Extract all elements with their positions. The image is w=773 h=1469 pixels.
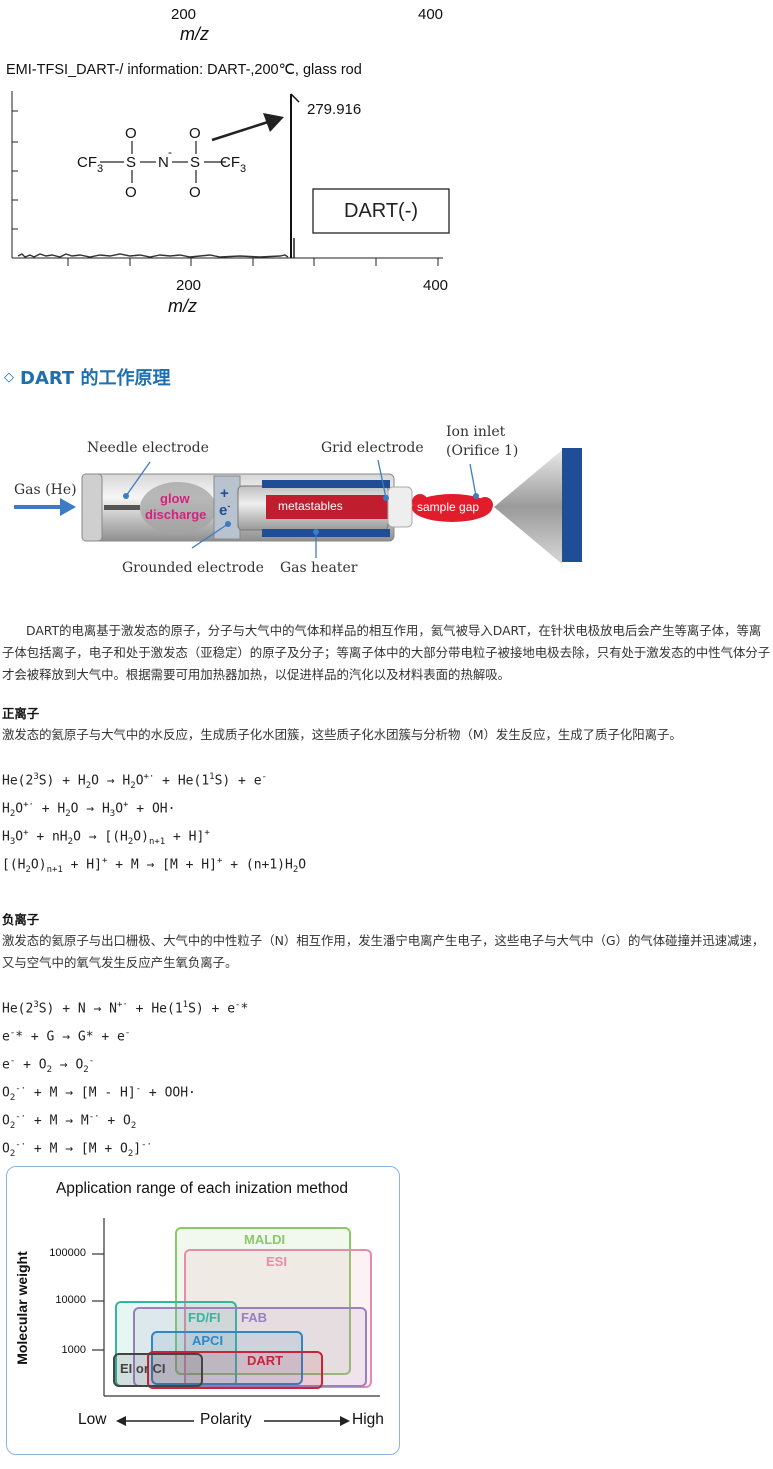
ion-inlet-plate — [562, 448, 582, 562]
section-title: DART 的工作原理 — [20, 368, 171, 389]
app-chart-plot — [92, 1218, 380, 1397]
spectrum-baseline-noise — [17, 253, 289, 258]
spectrum-info: EMI-TFSI_DART-/ information: DART-,200℃,… — [6, 62, 362, 78]
heater-top — [262, 480, 390, 488]
diamond-icon: ◇ — [4, 369, 14, 385]
plus-charge-label: + — [220, 485, 229, 502]
range-ei-or-ci — [113, 1353, 203, 1387]
grounded-electrode-label: Grounded electrode — [122, 560, 264, 576]
glow-label: glow — [160, 491, 190, 506]
tfsi-structure-bonds — [100, 141, 226, 183]
label-maldi: MALDI — [244, 1232, 286, 1247]
dart-source-diagram — [14, 448, 582, 564]
spectrum-x-ticks — [67, 258, 439, 266]
section-heading: ◇ DART 的工作原理 — [4, 364, 170, 390]
polarity-label: Polarity — [200, 1411, 252, 1428]
discharge-label: discharge — [145, 507, 207, 522]
ytick-100000: 100000 — [49, 1247, 86, 1259]
chem-o-top-right: O — [189, 125, 201, 142]
negative-eq-3: e- + O2 → O2- — [2, 1056, 95, 1075]
intro-paragraph: DART的电离基于激发态的原子，分子与大气中的气体和样品的相互作用，氦气被导入D… — [2, 623, 771, 682]
gas-flow-arrowhead — [60, 498, 76, 516]
application-range-card — [6, 1166, 400, 1455]
spectrum-xlabel: m/z — [168, 296, 197, 316]
mass-spectrum-plot — [11, 91, 450, 266]
gas-heater-label: Gas heater — [280, 560, 358, 576]
chem-n-charge: - — [168, 145, 172, 159]
negative-ion-heading: 负离子 — [2, 912, 40, 927]
top-axis-tick-200: 200 — [171, 6, 197, 23]
ion-inlet-cone — [494, 450, 562, 564]
metastables-band — [266, 495, 388, 519]
orifice-label: (Orifice 1) — [446, 443, 519, 459]
range-apci — [151, 1331, 303, 1385]
positive-eq-1: He(23S) + H2O → H2O+· + He(11S) + e- — [2, 772, 267, 791]
method-ranges — [113, 1227, 372, 1389]
inlet-leader — [469, 463, 477, 497]
ytick-1000: 1000 — [61, 1344, 86, 1356]
mode-box — [312, 188, 450, 234]
spectrum-tick-200: 200 — [176, 277, 202, 294]
ytick-10000: 10000 — [55, 1294, 86, 1306]
sample-gap-label: sample gap — [417, 500, 480, 514]
chem-cf3-left: CF3 — [77, 154, 104, 175]
peak-label: 279.916 — [307, 101, 362, 118]
polarity-high-label: High — [352, 1411, 384, 1428]
chem-o-top-left: O — [125, 125, 137, 142]
gas-he-label: Gas (He) — [14, 482, 77, 498]
label-esi: ESI — [266, 1254, 287, 1269]
spectrum-tick-400: 400 — [423, 277, 449, 294]
grid-electrode-shape — [387, 486, 413, 528]
needle-electrode-shape — [104, 505, 140, 510]
heater-bottom — [262, 529, 390, 537]
positive-ion-heading: 正离子 — [2, 706, 40, 721]
app-chart-title: Application range of each inization meth… — [55, 1180, 349, 1197]
chem-s-left: S — [126, 154, 137, 171]
ion-inlet-label: Ion inlet — [446, 424, 506, 440]
sample-gap-cloud — [412, 494, 492, 522]
structure-arrow — [211, 120, 269, 142]
negative-eq-4: O2-· + M → [M - H]- + OOH· — [2, 1084, 196, 1103]
chem-n: N — [158, 154, 169, 171]
negative-eq-2: e-* + G → G* + e- — [2, 1028, 131, 1045]
chem-o-bottom-left: O — [125, 184, 137, 201]
negative-ion-text: 激发态的氦原子与出口栅极、大气中的中性粒子（N）相互作用，发生潘宁电离产生电子，… — [2, 933, 765, 970]
polarity-arrow — [116, 1416, 350, 1426]
structure-arrowhead — [263, 113, 284, 132]
needle-electrode-label: Needle electrode — [87, 440, 209, 456]
grounded-leader — [191, 523, 229, 549]
electron-label: e- — [219, 501, 231, 519]
positive-eq-2: H2O+· + H2O → H3O+ + OH· — [2, 800, 176, 819]
grid-electrode-label: Grid electrode — [321, 440, 424, 456]
label-dart: DART — [247, 1353, 284, 1368]
negative-eq-1: He(23S) + N → N+· + He(11S) + e-* — [2, 1000, 249, 1017]
top-axis-xlabel: m/z — [180, 24, 209, 44]
polarity-low-label: Low — [78, 1411, 107, 1428]
label-ei-or-ci: EI or CI — [120, 1361, 166, 1376]
grid-leader — [377, 459, 387, 499]
needle-leader — [125, 461, 151, 497]
range-dart — [147, 1351, 323, 1389]
metastables-label: metastables — [278, 499, 343, 513]
chem-o-bottom-right: O — [189, 184, 201, 201]
chem-s-right: S — [190, 154, 201, 171]
range-fab — [133, 1307, 367, 1387]
label-fd-fi: FD/FI — [188, 1310, 221, 1325]
positive-eq-4: [(H2O)n+1 + H]+ + M → [M + H]+ + (n+1)H2… — [2, 856, 307, 875]
positive-ion-text: 激发态的氦原子与大气中的水反应，生成质子化水团簇，这些质子化水团簇与分析物（M）… — [2, 727, 682, 742]
mode-box-label: DART(-) — [343, 200, 419, 222]
positive-eq-3: H3O+ + nH2O → [(H2O)n+1 + H]+ — [2, 828, 210, 847]
chem-cf3-right: CF3 — [220, 154, 247, 175]
label-fab: FAB — [241, 1310, 267, 1325]
top-axis-tick-400: 400 — [418, 6, 444, 23]
negative-eq-6: O2-· + M → [M + O2]-· — [2, 1140, 152, 1159]
glow-discharge-region — [140, 482, 216, 534]
spectrum-y-ticks — [12, 110, 18, 230]
negative-eq-5: O2-· + M → M-· + O2 — [2, 1112, 137, 1131]
label-apci: APCI — [192, 1333, 224, 1348]
